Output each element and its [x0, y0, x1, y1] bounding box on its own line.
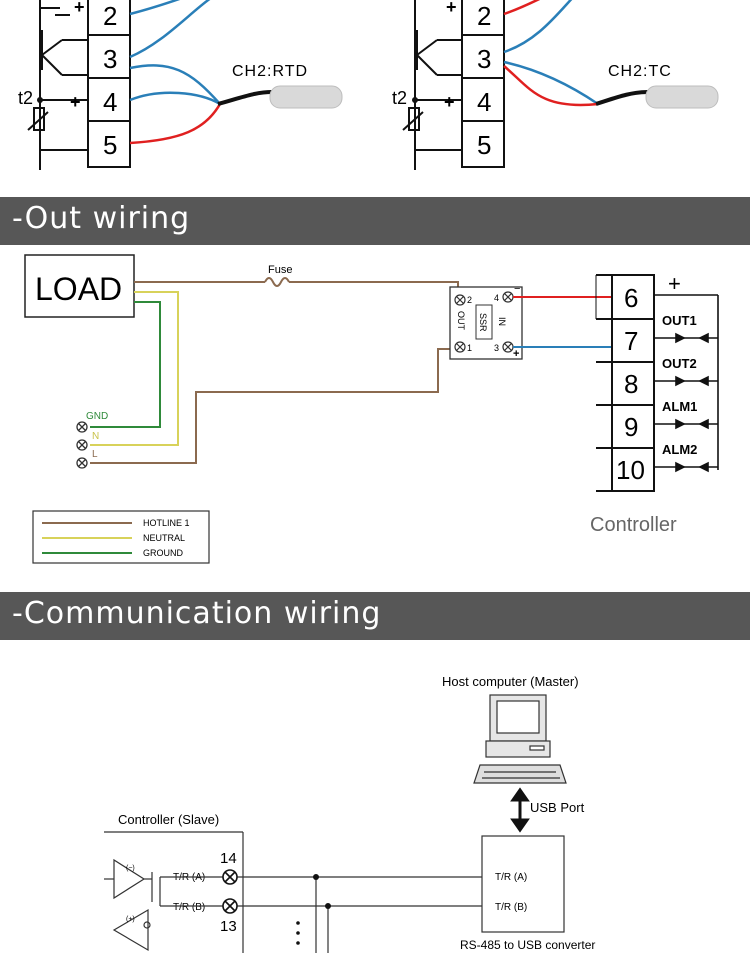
neutral-label: N — [92, 431, 99, 442]
plus-sign: + — [74, 0, 85, 17]
section-title: -Communication wiring — [12, 596, 382, 631]
tc-probe — [645, 85, 719, 109]
usb-arrow — [510, 787, 530, 833]
right-circuit-schematic — [402, 0, 462, 170]
t2-symbol: t2 — [392, 88, 407, 108]
terminal-3: 3 — [477, 44, 491, 74]
communication-diagram: Host computer (Master) USB Port T/R (A) … — [104, 674, 595, 953]
terminal-13: 13 — [220, 918, 237, 935]
continuation-dots — [296, 921, 300, 945]
t2-symbol: t2 — [18, 88, 33, 108]
ssr-pin-2: 2 — [467, 295, 472, 305]
terminal-4: 4 — [103, 87, 117, 117]
tc-label: CH2:TC — [608, 63, 672, 80]
out1-label: OUT1 — [662, 313, 697, 328]
rs485-driver-icon — [104, 858, 161, 952]
junction-dot — [412, 97, 418, 103]
ssr-plus: + — [513, 348, 519, 360]
ssr-module: SSR IN OUT 2 4 1 3 − + — [449, 283, 523, 360]
terminal-5: 5 — [103, 130, 117, 160]
rtd-probe — [269, 85, 343, 109]
alm2-label: ALM2 — [662, 442, 697, 457]
host-computer-label: Host computer (Master) — [442, 674, 579, 689]
ground-wire — [90, 301, 161, 428]
converter-label: RS-485 to USB converter — [460, 938, 595, 952]
terminal-2: 2 — [103, 1, 117, 31]
out2-label: OUT2 — [662, 356, 697, 371]
terminal-9: 9 — [624, 412, 638, 442]
gnd-label: GND — [86, 411, 108, 422]
plus-sign: + — [446, 0, 457, 17]
ssr-in-label: IN — [497, 317, 507, 326]
plus-sign: + — [444, 92, 455, 112]
bus-junction-dot — [325, 903, 331, 909]
wire-legend: HOTLINE 1 NEUTRAL GROUND — [32, 510, 210, 564]
section-title: -Out wiring — [12, 201, 191, 236]
plus-sign: (+) — [126, 916, 135, 923]
ssr-label: SSR — [478, 313, 488, 332]
section-banner-communication: -Communication wiring — [0, 592, 750, 640]
terminal-10: 10 — [616, 455, 645, 485]
ssr-pin-4: 4 — [494, 293, 499, 303]
terminal-4: 4 — [477, 87, 491, 117]
controller-slave-box — [104, 831, 244, 953]
terminal-5: 5 — [477, 130, 491, 160]
neutral-wire — [90, 291, 179, 446]
load-box — [24, 254, 135, 318]
controller-slave-label: Controller (Slave) — [118, 812, 219, 827]
converter-tr-a: T/R (A) — [495, 872, 527, 883]
plus-sign: + — [70, 92, 81, 112]
bus-junction-dot — [313, 874, 319, 880]
ssr-pin-1: 1 — [467, 343, 472, 353]
fuse-label: Fuse — [268, 264, 292, 276]
alm1-label: ALM1 — [662, 399, 697, 414]
left-circuit-schematic — [27, 0, 88, 170]
terminal-6: 6 — [624, 283, 638, 313]
left-terminal-block: 2 3 4 5 — [87, 0, 131, 168]
legend-ground: GROUND — [143, 548, 183, 558]
junction-dot — [37, 97, 43, 103]
terminal-2: 2 — [477, 1, 491, 31]
terminal-3: 3 — [103, 44, 117, 74]
legend-hotline: HOTLINE 1 — [143, 518, 190, 528]
computer-icon — [473, 694, 567, 784]
load-label: LOAD — [35, 271, 122, 307]
ssr-minus: − — [514, 283, 520, 295]
supply-terminals — [76, 421, 88, 469]
section-banner-out-wiring: -Out wiring — [0, 197, 750, 245]
rtd-wires — [129, 0, 273, 145]
hotline-wires — [90, 277, 459, 464]
right-terminal-block: 2 3 4 5 — [461, 0, 505, 168]
rs485-bus — [160, 876, 482, 953]
minus-sign: (−) — [126, 865, 135, 872]
input-wiring-diagram: + + t2 2 3 4 5 CH2:RTD + + t2 — [18, 0, 719, 170]
bus-terminals — [222, 869, 238, 914]
usb-port-label: USB Port — [530, 800, 585, 815]
legend-neutral: NEUTRAL — [143, 533, 185, 543]
terminal-14: 14 — [220, 850, 237, 867]
terminal-7: 7 — [624, 326, 638, 356]
tr-b-label: T/R (B) — [173, 902, 205, 913]
controller-terminal-block: 6 7 8 9 10 — [595, 274, 655, 492]
controller-plus: + — [668, 271, 681, 296]
tc-wires — [503, 0, 649, 107]
output-contacts — [654, 294, 719, 473]
terminal-8: 8 — [624, 369, 638, 399]
ssr-pin-3: 3 — [494, 343, 499, 353]
ssr-out-label: OUT — [456, 311, 466, 331]
out-wiring-diagram: LOAD Fuse GND N L SSR IN OUT 2 4 1 3 — [24, 254, 719, 564]
line-label: L — [92, 449, 98, 460]
rtd-label: CH2:RTD — [232, 63, 308, 80]
controller-label: Controller — [590, 514, 677, 536]
rs485-converter-box — [481, 835, 565, 933]
converter-tr-b: T/R (B) — [495, 902, 527, 913]
